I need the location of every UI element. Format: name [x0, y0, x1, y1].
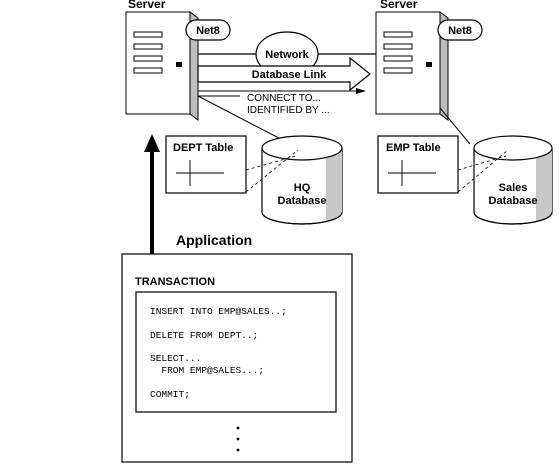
connect-to-label: CONNECT TO... — [247, 93, 321, 104]
hq-database: HQ Database — [261, 135, 343, 225]
sales-database-line2: Database — [489, 195, 538, 207]
continuation-dots — [236, 426, 240, 452]
sql-delete-statement: DELETE FROM DEPT..; — [150, 330, 258, 341]
transaction-box: TRANSACTION INSERT INTO EMP@SALES..; DEL… — [121, 253, 353, 463]
network-connection: Network — [198, 31, 376, 77]
sales-database-line1: Sales — [499, 182, 528, 194]
sql-insert-statement: INSERT INTO EMP@SALES..; — [150, 306, 287, 317]
dept-table-label: DEPT Table — [173, 142, 233, 154]
right-server: Server — [375, 0, 449, 121]
database-link-arrow: Database Link — [197, 56, 371, 92]
hq-database-line1: HQ — [294, 182, 311, 194]
right-net8-label: Net8 — [448, 25, 472, 37]
application-arrow — [144, 134, 160, 254]
dept-table: DEPT Table — [165, 135, 299, 194]
right-server-label: Server — [380, 0, 418, 11]
connect-arrow — [198, 88, 366, 97]
server-to-sales-line — [439, 107, 471, 145]
left-server: Server — [125, 0, 199, 121]
identified-by-label: IDENTIFIED BY ... — [247, 105, 330, 116]
right-net8-badge: Net8 — [437, 19, 483, 41]
left-net8-badge: Net8 — [185, 19, 231, 41]
transaction-title: TRANSACTION — [135, 276, 215, 288]
hq-database-line2: Database — [278, 195, 327, 207]
database-link-label: Database Link — [252, 69, 327, 81]
left-net8-label: Net8 — [196, 25, 220, 37]
sales-database: Sales Database — [473, 135, 553, 225]
emp-table-label: EMP Table — [386, 142, 441, 154]
sql-select-statement: SELECT... — [150, 353, 201, 364]
network-label: Network — [265, 49, 309, 61]
application-label: Application — [176, 232, 252, 248]
emp-table: EMP Table — [377, 135, 509, 194]
sql-commit-statement: COMMIT; — [150, 389, 190, 400]
left-server-label: Server — [128, 0, 166, 11]
sql-from-statement: FROM EMP@SALES...; — [150, 365, 264, 376]
